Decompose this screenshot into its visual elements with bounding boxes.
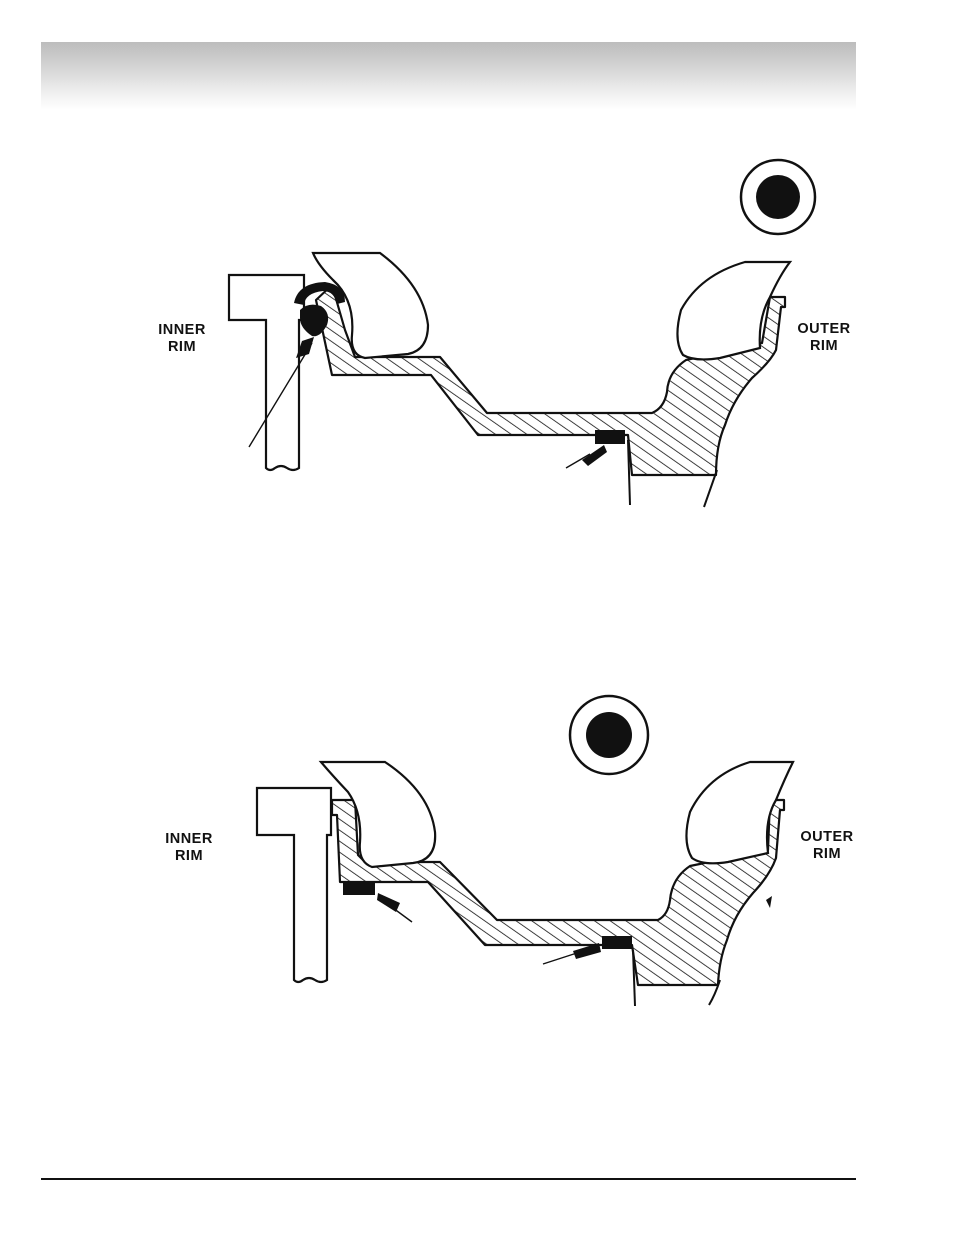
figure-top: INNER RIM OUTER RIM xyxy=(0,0,954,560)
outer-rim-label-line: RIM xyxy=(790,338,858,355)
adhesive-weight xyxy=(595,430,625,444)
rim-diagram-top xyxy=(0,0,954,560)
inner-rim-label-line: RIM xyxy=(150,339,214,356)
adhesive-weight xyxy=(343,882,375,895)
inner-rim-label-line: INNER xyxy=(157,831,221,848)
position-indicator-icon xyxy=(570,696,648,774)
pointer-arrow-icon xyxy=(582,445,607,466)
outer-rim-label-line: OUTER xyxy=(790,321,858,338)
inner-rim-label-line: RIM xyxy=(157,848,221,865)
figure-bottom: INNER RIM OUTER RIM xyxy=(0,560,954,1080)
inner-rim-label: INNER RIM xyxy=(157,831,221,865)
balancer-flange xyxy=(257,788,331,982)
inner-rim-label: INNER RIM xyxy=(150,322,214,356)
outer-rim-label: OUTER RIM xyxy=(793,829,861,863)
inner-rim-label-line: INNER xyxy=(150,322,214,339)
position-indicator-icon xyxy=(741,160,815,234)
adhesive-weight xyxy=(602,936,632,949)
outer-rim-label-line: OUTER xyxy=(793,829,861,846)
outer-rim-label-line: RIM xyxy=(793,846,861,863)
outer-rim-label: OUTER RIM xyxy=(790,321,858,355)
pointer-arrow-icon xyxy=(377,893,400,912)
balancer-flange xyxy=(229,275,304,470)
rim-diagram-bottom xyxy=(0,560,954,1080)
rim-edge-mark xyxy=(766,896,772,908)
footer-rule xyxy=(41,1178,856,1180)
